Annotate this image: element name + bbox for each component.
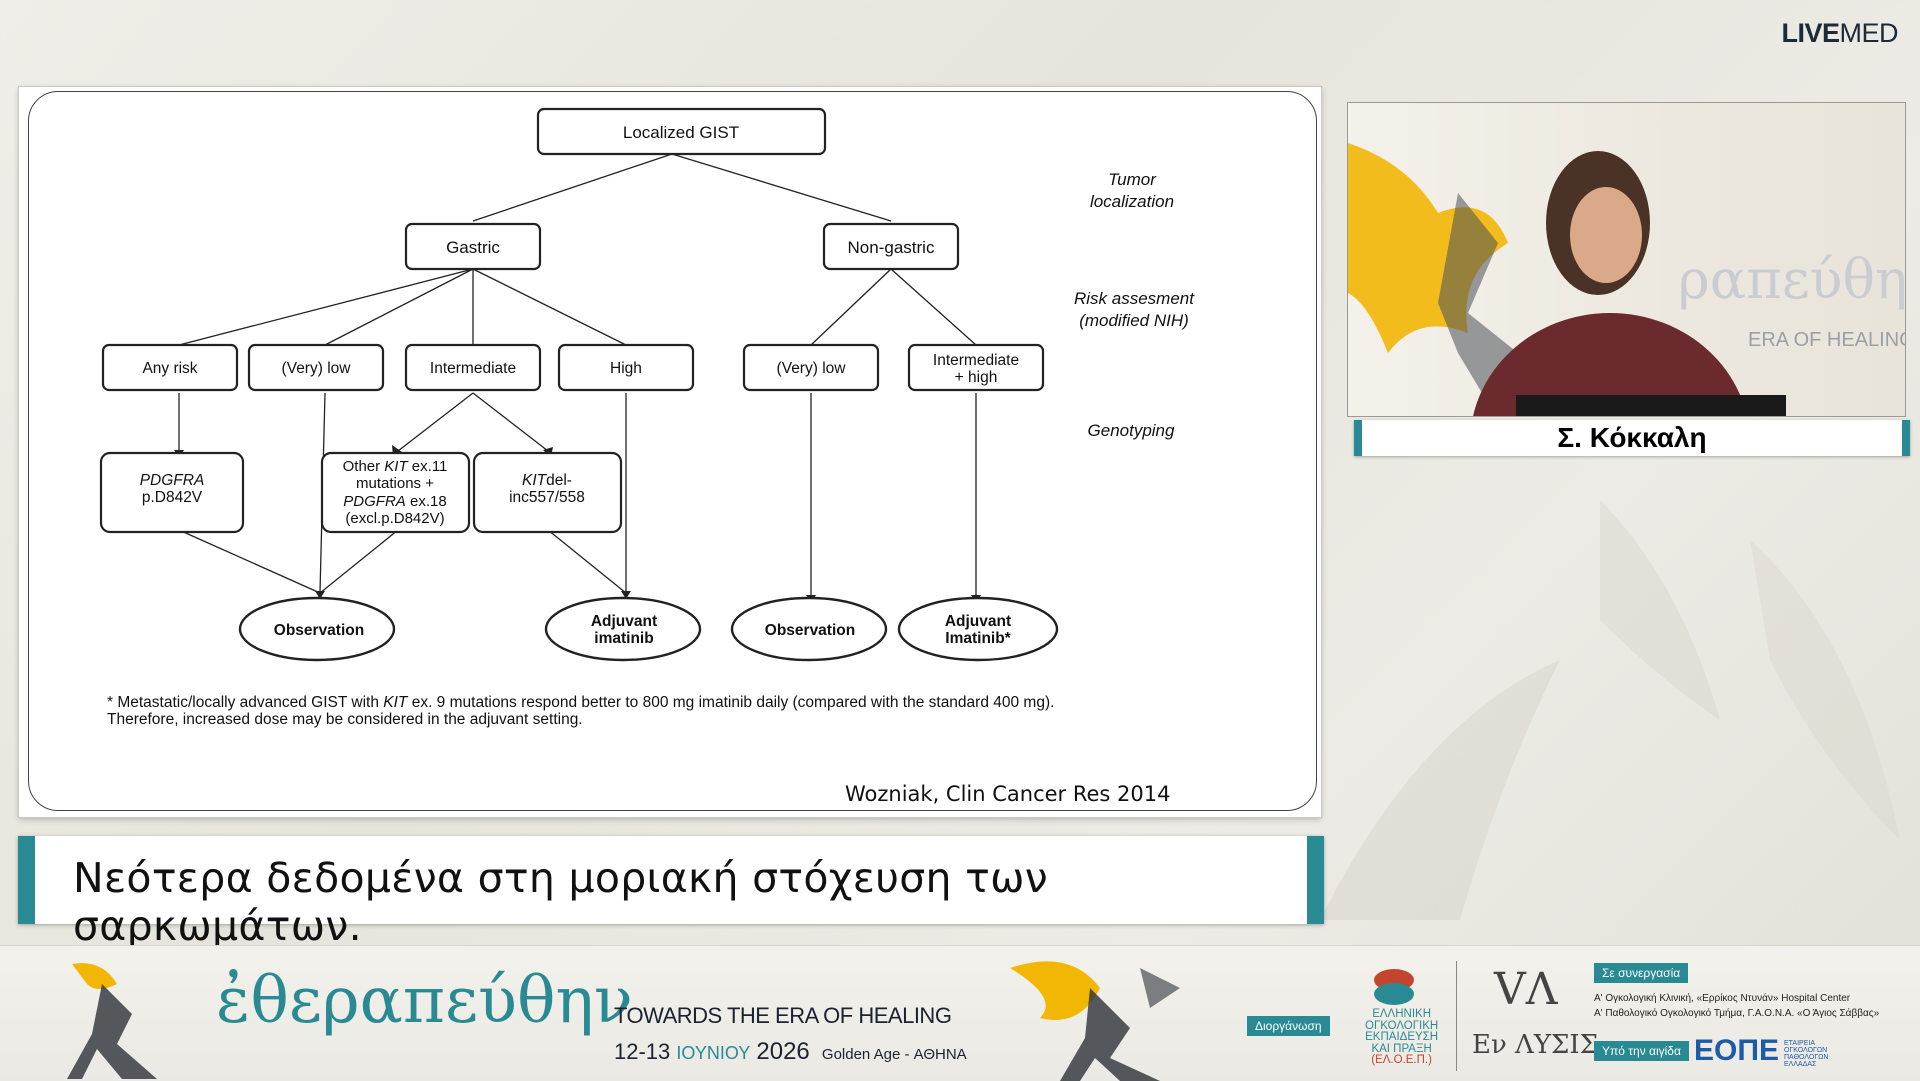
node-high: High [610, 360, 642, 377]
eope-sub-4: ΕΛΛΑΔΑΣ [1784, 1061, 1817, 1068]
label-tumor-localization-line2: localization [1090, 192, 1174, 211]
yellow-splash-decoration [1348, 143, 1508, 353]
other-kit-text-b: KIT [384, 458, 409, 475]
livemed-logo-med: MED [1839, 18, 1899, 48]
event-logo-text: ἐθεραπεύθην [216, 964, 633, 1038]
node-very-low-gastric: (Very) low [282, 360, 352, 377]
footnote-line1: * Metastatic/locally advanced GIST with … [107, 694, 1054, 711]
node-other-kit-line2: mutations + [356, 475, 434, 492]
other-kit-text-c: ex.11 [408, 458, 448, 475]
livemed-logo: LIVEMED [1781, 18, 1898, 49]
eloep-logo-mark [1374, 969, 1414, 1005]
node-adjuvant-left-line2: imatinib [594, 630, 653, 647]
node-intermediate-high-line1: Intermediate [933, 352, 1019, 369]
kitdel-del: del- [546, 472, 572, 489]
eope-logo: ΕΟΠΕ [1694, 1034, 1780, 1067]
eope-sub-2: ΟΓΚΟΛΟΓΩΝ [1784, 1047, 1828, 1054]
node-other-kit-line1: Other KIT ex.11 [343, 458, 448, 475]
node-non-gastric: Non-gastric [848, 238, 935, 257]
collaboration-tag: Σε συνεργασία [1594, 963, 1689, 983]
other-kit-ex18: ex.18 [406, 493, 447, 510]
video-backdrop-logo: ραπεύθην [1678, 248, 1905, 311]
collaboration-line1: Α' Ογκολογική Κλινική, «Ερρίκος Ντυνάν» … [1594, 993, 1851, 1004]
speaker-name-bar: Σ. Κόκκαλη [1354, 420, 1910, 456]
eope-sub-3: ΠΑΘΟΛΟΓΩΝ [1784, 1054, 1829, 1061]
flowchart-ellipses [238, 596, 1059, 662]
speaker-body [1473, 313, 1747, 416]
label-risk-assessment-line2: (modified NIH) [1079, 311, 1189, 330]
node-adjuvant-left-line1: Adjuvant [591, 613, 657, 630]
collaboration-line2: Α' Παθολογικό Ογκολογικό Τμήμα, Γ.Α.Ο.Ν.… [1594, 1008, 1880, 1019]
eloep-line1: ΕΛΛΗΝΙΚΗ [1372, 1008, 1432, 1020]
video-backdrop-tagline: ERA OF HEALING [1748, 329, 1905, 351]
slide-citation: Wozniak, Clin Cancer Res 2014 [845, 782, 1171, 806]
node-adjuvant-right-line1: Adjuvant [945, 613, 1011, 630]
auspices-tag: Υπό την αιγίδα [1594, 1041, 1689, 1061]
footnote-a: * Metastatic/locally advanced GIST with [107, 694, 383, 711]
kitdel-kit: KIT [522, 472, 548, 489]
label-tumor-localization-line1: Tumor [1108, 170, 1157, 189]
node-observation-right: Observation [765, 622, 855, 639]
node-gastric: Gastric [446, 238, 500, 257]
en-lysis-logo-mark: VΛ [1494, 964, 1558, 1015]
node-intermediate-high-line2: + high [955, 369, 998, 386]
node-any-risk: Any risk [142, 360, 197, 377]
node-adjuvant-right-line2: Imatinib* [945, 630, 1011, 647]
event-date-month: ΙΟΥΝΙΟΥ [676, 1043, 751, 1063]
flowchart-connectors [178, 153, 977, 596]
node-kitdel-line1: KITdel- [522, 472, 572, 489]
node-intermediate: Intermediate [430, 360, 516, 377]
node-localized-gist: Localized GIST [623, 123, 739, 142]
event-date-venue: 12-13 ΙΟΥΝΙΟΥ 2026 Golden Age - ΑΘΗΝΑ [614, 1038, 967, 1066]
other-kit-text-a: Other [343, 458, 385, 475]
node-kitdel-line2: inc557/558 [509, 489, 585, 506]
node-observation-left: Observation [274, 622, 364, 639]
organizer-tag: Διοργάνωση [1247, 1016, 1330, 1036]
gist-flowchart: Localized GIST Gastric Non-gastric Any r… [99, 107, 1195, 728]
speaker-name: Σ. Κόκκαλη [1557, 422, 1707, 453]
node-other-kit-line3: PDGFRA ex.18 [343, 493, 446, 510]
speaker-face [1570, 187, 1642, 283]
footnote-kit: KIT [383, 694, 409, 711]
podium [1516, 395, 1786, 416]
eloep-line2: ΟΓΚΟΛΟΓΙΚΗ [1365, 1019, 1439, 1032]
footer-divider [1456, 961, 1457, 1071]
node-very-low-nongastric: (Very) low [777, 360, 847, 377]
label-genotyping: Genotyping [1088, 421, 1175, 440]
event-date-year: 2026 [756, 1038, 810, 1065]
footnote-line2: Therefore, increased dose may be conside… [107, 711, 583, 728]
eloep-line3: ΕΚΠΑΙΔΕΥΣΗ [1365, 1031, 1439, 1043]
flowchart-boxes [99, 107, 1045, 534]
eope-sub-1: ΕΤΑΙΡΕΙΑ [1784, 1040, 1815, 1047]
node-other-kit-line4: (excl.p.D842V) [345, 510, 444, 527]
eloep-logo-text: ΕΛΛΗΝΙΚΗ ΟΓΚΟΛΟΓΙΚΗ ΕΚΠΑΙΔΕΥΣΗ ΚΑΙ ΠΡΑΞΗ… [1365, 1008, 1439, 1067]
event-footer: ἐθεραπεύθην TOWARDS THE ERA OF HEALING 1… [0, 945, 1920, 1081]
brush-figure-logo-center [1010, 961, 1180, 1081]
background-brush-decoration [1320, 500, 1900, 920]
label-risk-assessment-line1: Risk assesment [1074, 289, 1195, 308]
node-pdgfra-line1: PDGFRA [140, 472, 205, 489]
eope-logo-subtitle: ΕΤΑΙΡΕΙΑ ΟΓΚΟΛΟΓΩΝ ΠΑΘΟΛΟΓΩΝ ΕΛΛΑΔΑΣ [1784, 1040, 1828, 1068]
speaker-video-frame: ραπεύθην ERA OF HEALING [1348, 143, 1905, 416]
talk-title: Νεότερα δεδομένα στη μοριακή στόχευση τω… [73, 854, 1048, 950]
presentation-slide: Localized GIST Gastric Non-gastric Any r… [19, 87, 1321, 817]
talk-title-bar: Νεότερα δεδομένα στη μοριακή στόχευση τω… [18, 836, 1324, 950]
other-kit-pdgfra: PDGFRA [343, 493, 406, 510]
livemed-logo-live: LIVE [1781, 18, 1840, 48]
brush-figure-logo-left [67, 963, 157, 1079]
eloep-line4: ΚΑΙ ΠΡΑΞΗ [1371, 1042, 1432, 1055]
event-tagline: TOWARDS THE ERA OF HEALING [614, 1003, 952, 1028]
footnote-c: ex. 9 mutations respond better to 800 mg… [407, 694, 1054, 711]
brush-figure-decoration [1438, 193, 1518, 403]
slide-content: Localized GIST Gastric Non-gastric Any r… [28, 91, 1317, 811]
event-date-days: 12-13 [614, 1039, 671, 1064]
event-venue: Golden Age - ΑΘΗΝΑ [821, 1046, 967, 1063]
en-lysis-logo-text: Εν ΛΥΣΙΣ [1472, 1030, 1599, 1060]
speaker-video-feed: ραπεύθην ERA OF HEALING [1347, 102, 1906, 417]
node-pdgfra-line2: p.D842V [142, 489, 203, 506]
eloep-line5: (ΕΛ.Ο.Ε.Π.) [1371, 1054, 1432, 1066]
